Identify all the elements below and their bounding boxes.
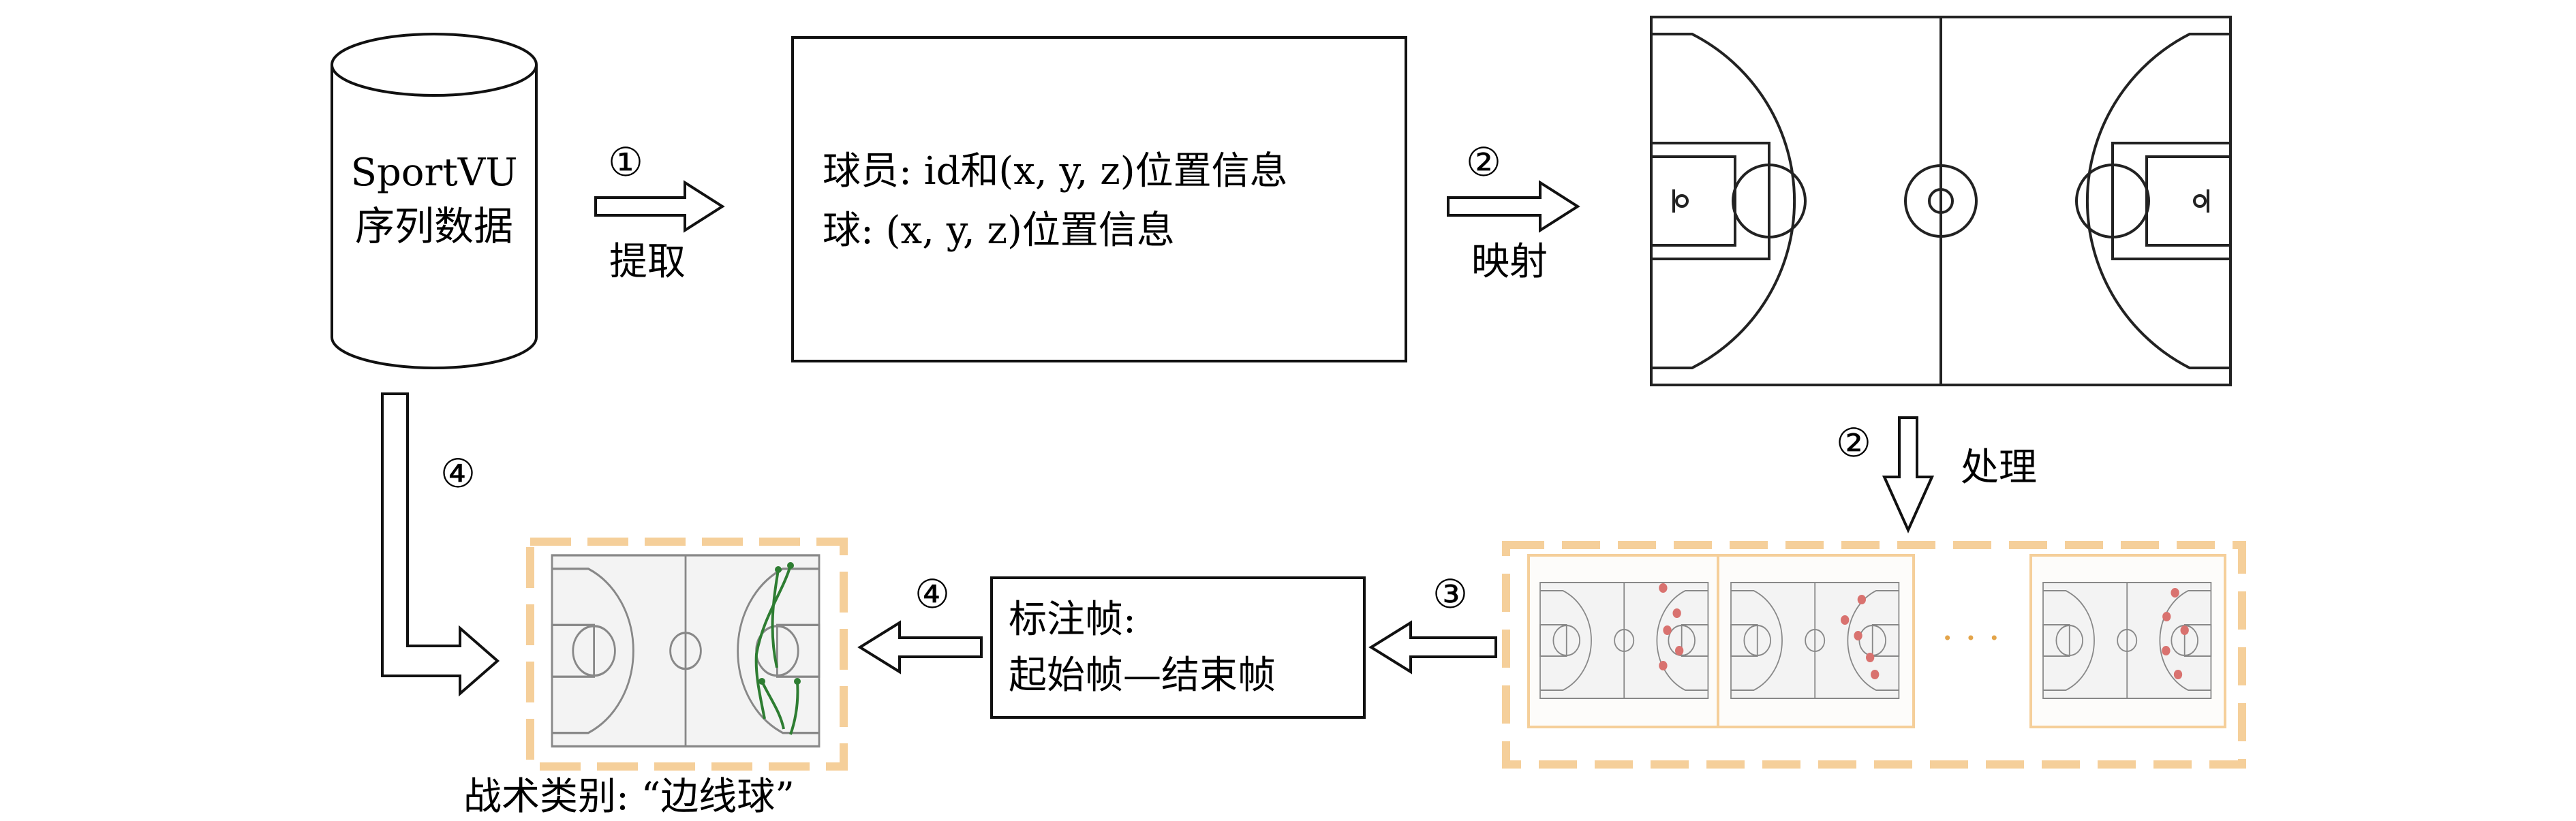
info-line1: 球员: id和(x, y, z)位置信息: [823, 149, 1288, 193]
basketball-court: [1650, 16, 2232, 386]
map-step: ② 映射: [1447, 139, 1580, 284]
extract-label: 提取: [609, 240, 686, 284]
source-line1: SportVU: [351, 151, 518, 195]
process-step: ② 处理: [1836, 416, 2037, 533]
info-line2: 球: (x, y, z)位置信息: [823, 208, 1175, 253]
sequence-frame-n: [2042, 582, 2212, 699]
tactic-result-frame: 战术类别: “边线球”: [463, 538, 848, 819]
result-step: ④: [857, 571, 983, 675]
source-result-number: ④: [440, 450, 476, 497]
map-arrow: [1447, 180, 1580, 233]
label-line2: 起始帧—结束帧: [1009, 653, 1276, 698]
map-label: 映射: [1471, 240, 1548, 284]
process-arrow: [1882, 416, 1935, 533]
extract-arrow: [594, 180, 725, 233]
sequence-ellipsis: · · ·: [1942, 617, 2000, 660]
source-to-result-arrow: [381, 392, 500, 697]
data-source-cylinder: SportVU 序列数据: [331, 33, 538, 369]
sequence-frame-2: [1730, 582, 1900, 699]
position-info-box: 球员: id和(x, y, z)位置信息 球: (x, y, z)位置信息: [791, 36, 1407, 362]
source-line2: 序列数据: [355, 203, 513, 249]
label-frames-box: 标注帧: 起始帧—结束帧: [990, 576, 1366, 719]
trajectory-points: [758, 562, 801, 685]
result-caption: 战术类别: “边线球”: [463, 775, 795, 819]
trajectory-lines: [754, 565, 799, 735]
annotate-step: ③: [1368, 571, 1497, 675]
source-to-result-step: ④: [381, 392, 500, 697]
result-arrow: [857, 620, 983, 675]
map-number: ②: [1466, 139, 1501, 185]
frame-sequence: · · ·: [1502, 541, 2246, 769]
extract-number: ①: [608, 139, 643, 185]
annotate-arrow: [1368, 620, 1497, 675]
annotate-number: ③: [1432, 571, 1468, 617]
result-number: ④: [915, 571, 950, 617]
extract-step: ① 提取: [594, 139, 725, 284]
sequence-frame-1: [1539, 582, 1709, 699]
process-number: ②: [1836, 420, 1871, 466]
label-line1: 标注帧:: [1009, 598, 1136, 642]
process-label: 处理: [1961, 446, 2037, 490]
